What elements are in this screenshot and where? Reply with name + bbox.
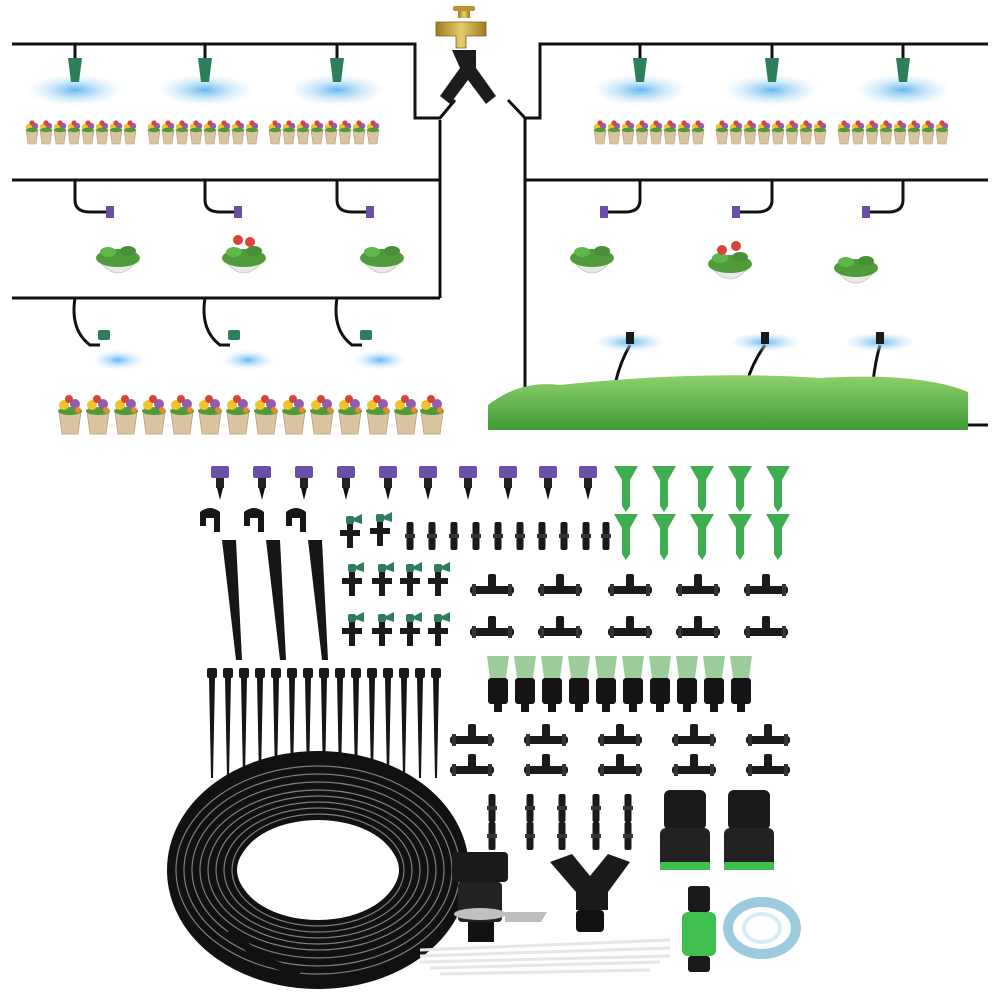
irrigation-layout-diagram [12,6,988,435]
straight-connector-lower-icon [487,794,633,850]
ptfe-tape-icon [723,897,801,959]
potted-flowers-large-icon [57,394,445,435]
sprinkler-icon-row [92,330,406,370]
tubing-lines [12,42,988,427]
straight-connector-icon [405,522,611,550]
faucet-icon [435,6,487,49]
cable-ties-icon [419,938,671,976]
adjustable-dripper-icon [211,466,597,500]
sprinkler-stake-icon [200,508,328,660]
hose-coil-icon [167,751,469,989]
mist-nozzle-cap-icon [487,656,752,712]
quick-connector-icon [660,790,774,972]
mist-nozzle-icon [27,58,951,106]
faucet-adapter-icon [452,852,547,942]
potted-flowers-icon [25,119,948,145]
tee-connector-icon [470,574,788,638]
y-splitter-icon [440,50,496,104]
plant-label-stake-icon [614,466,790,560]
tee-connector-lower-icon [450,724,790,776]
kit-contents [167,466,801,989]
y-valve-icon [550,854,630,932]
grass-lawn-icon [488,332,968,430]
hanging-plant-icon [95,206,879,284]
